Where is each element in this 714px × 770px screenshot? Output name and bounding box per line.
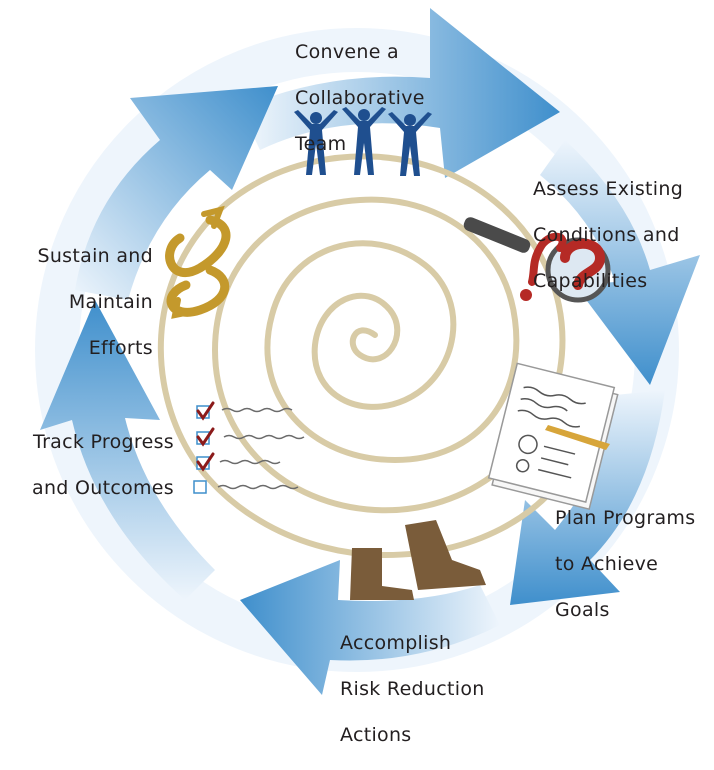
step-label-line: Convene a <box>295 41 399 63</box>
step-label-line: Collaborative <box>295 87 425 109</box>
magnifier-question-icon <box>463 217 611 303</box>
step-label-line: Plan Programs <box>555 507 696 529</box>
people-icon <box>294 107 432 176</box>
cycle-arrow-5 <box>40 300 215 600</box>
step-label-line: Team <box>295 133 347 155</box>
cycle-arrows-icon <box>165 205 231 319</box>
cycle-arrow-6 <box>75 86 278 300</box>
step-label-plan: Plan Programs to Achieve Goals <box>555 484 695 645</box>
step-label-track: Track Progress and Outcomes <box>6 408 174 523</box>
step-label-assess: Assess Existing Conditions and Capabilit… <box>533 155 683 316</box>
cycle-diagram <box>35 8 700 695</box>
cycle-arrow-1 <box>240 8 560 178</box>
step-label-line: Sustain and <box>37 245 153 267</box>
boots-icon <box>350 520 486 600</box>
step-label-line: Efforts <box>88 337 153 359</box>
step-label-line: and Outcomes <box>32 477 174 499</box>
step-label-sustain: Sustain and Maintain Efforts <box>10 222 153 383</box>
cycle-arrow-4 <box>240 560 500 695</box>
step-label-line: Risk Reduction <box>340 678 485 700</box>
step-label-convene: Convene a Collaborative Team <box>295 18 425 179</box>
step-label-line: Actions <box>340 724 412 746</box>
cycle-arrow-2 <box>540 140 700 385</box>
step-label-line: Track Progress <box>32 431 174 453</box>
step-label-line: Conditions and <box>533 224 680 246</box>
step-label-line: to Achieve <box>555 553 659 575</box>
center-spiral <box>157 153 583 559</box>
step-label-line: Goals <box>555 599 610 621</box>
step-label-accomplish: Accomplish Risk Reduction Actions <box>340 609 485 770</box>
step-label-line: Accomplish <box>340 632 452 654</box>
step-label-line: Maintain <box>68 291 153 313</box>
document-pencil-icon <box>487 362 619 511</box>
step-label-line: Assess Existing <box>533 178 684 200</box>
step-label-line: Capabilities <box>533 270 648 292</box>
checklist-icon <box>193 401 305 494</box>
